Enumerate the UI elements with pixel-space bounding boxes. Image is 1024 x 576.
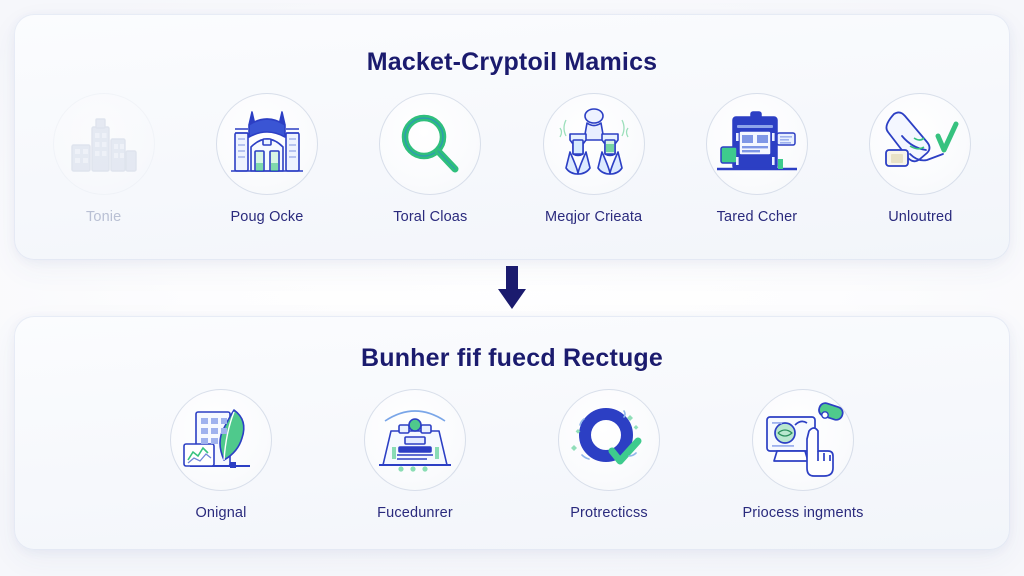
item-label: Toral Cloas <box>393 209 468 225</box>
item-label: Protrecticss <box>570 505 648 521</box>
panel-bottom-title: Bunher fif fuecd Rectuge <box>360 344 664 372</box>
panel-market-dynamics: Macket-Cryptoil Mamics <box>14 14 1010 260</box>
flow-arrow-container <box>0 266 1024 310</box>
item-fucedunrer[interactable]: Fucedunrer <box>318 389 512 521</box>
panel-top-title: Macket-Cryptoil Mamics <box>366 48 658 76</box>
clipboard-kiosk-icon <box>705 93 808 195</box>
item-poug-ocke[interactable]: Poug Ocke <box>185 93 348 225</box>
panel-recycle-flow: Bunher fif fuecd Rectuge <box>14 316 1010 550</box>
cityscape-buildings-icon <box>52 93 155 195</box>
panel-top-item-row: Tonie <box>14 93 1010 225</box>
screen-hand-tap-icon <box>752 389 854 491</box>
item-label: Fucedunrer <box>377 505 453 521</box>
item-label: Meqjor Crieata <box>545 209 643 225</box>
flasks-chess-icon <box>542 93 645 195</box>
magnifying-glass-icon <box>379 93 482 195</box>
item-toral-cloas[interactable]: Toral Cloas <box>349 93 512 225</box>
item-label: Tared Ccher <box>716 209 798 225</box>
item-tonie[interactable]: Tonie <box>22 93 185 225</box>
item-unloutred[interactable]: Unloutred <box>839 93 1002 225</box>
item-label: Unloutred <box>888 209 953 225</box>
panel-bottom-item-row: Onignal <box>14 389 1010 521</box>
building-leaf-chart-icon <box>170 389 272 491</box>
arrow-down-icon <box>498 266 526 309</box>
item-onignal[interactable]: Onignal <box>124 389 318 521</box>
item-tared-ccher[interactable]: Tared Ccher <box>675 93 838 225</box>
item-label: Priocess ingments <box>742 505 864 521</box>
item-label: Tonie <box>85 209 122 225</box>
bank-building-icon <box>215 93 318 195</box>
hands-checkmark-icon <box>869 93 972 195</box>
item-priocess-ingments[interactable]: Priocess ingments <box>706 389 900 521</box>
ring-check-icon <box>558 389 660 491</box>
item-label: Poug Ocke <box>230 209 304 225</box>
workbench-machine-icon <box>364 389 466 491</box>
item-meqjor-crieata[interactable]: Meqjor Crieata <box>512 93 675 225</box>
item-protrecticss[interactable]: Protrecticss <box>512 389 706 521</box>
item-label: Onignal <box>195 505 247 521</box>
